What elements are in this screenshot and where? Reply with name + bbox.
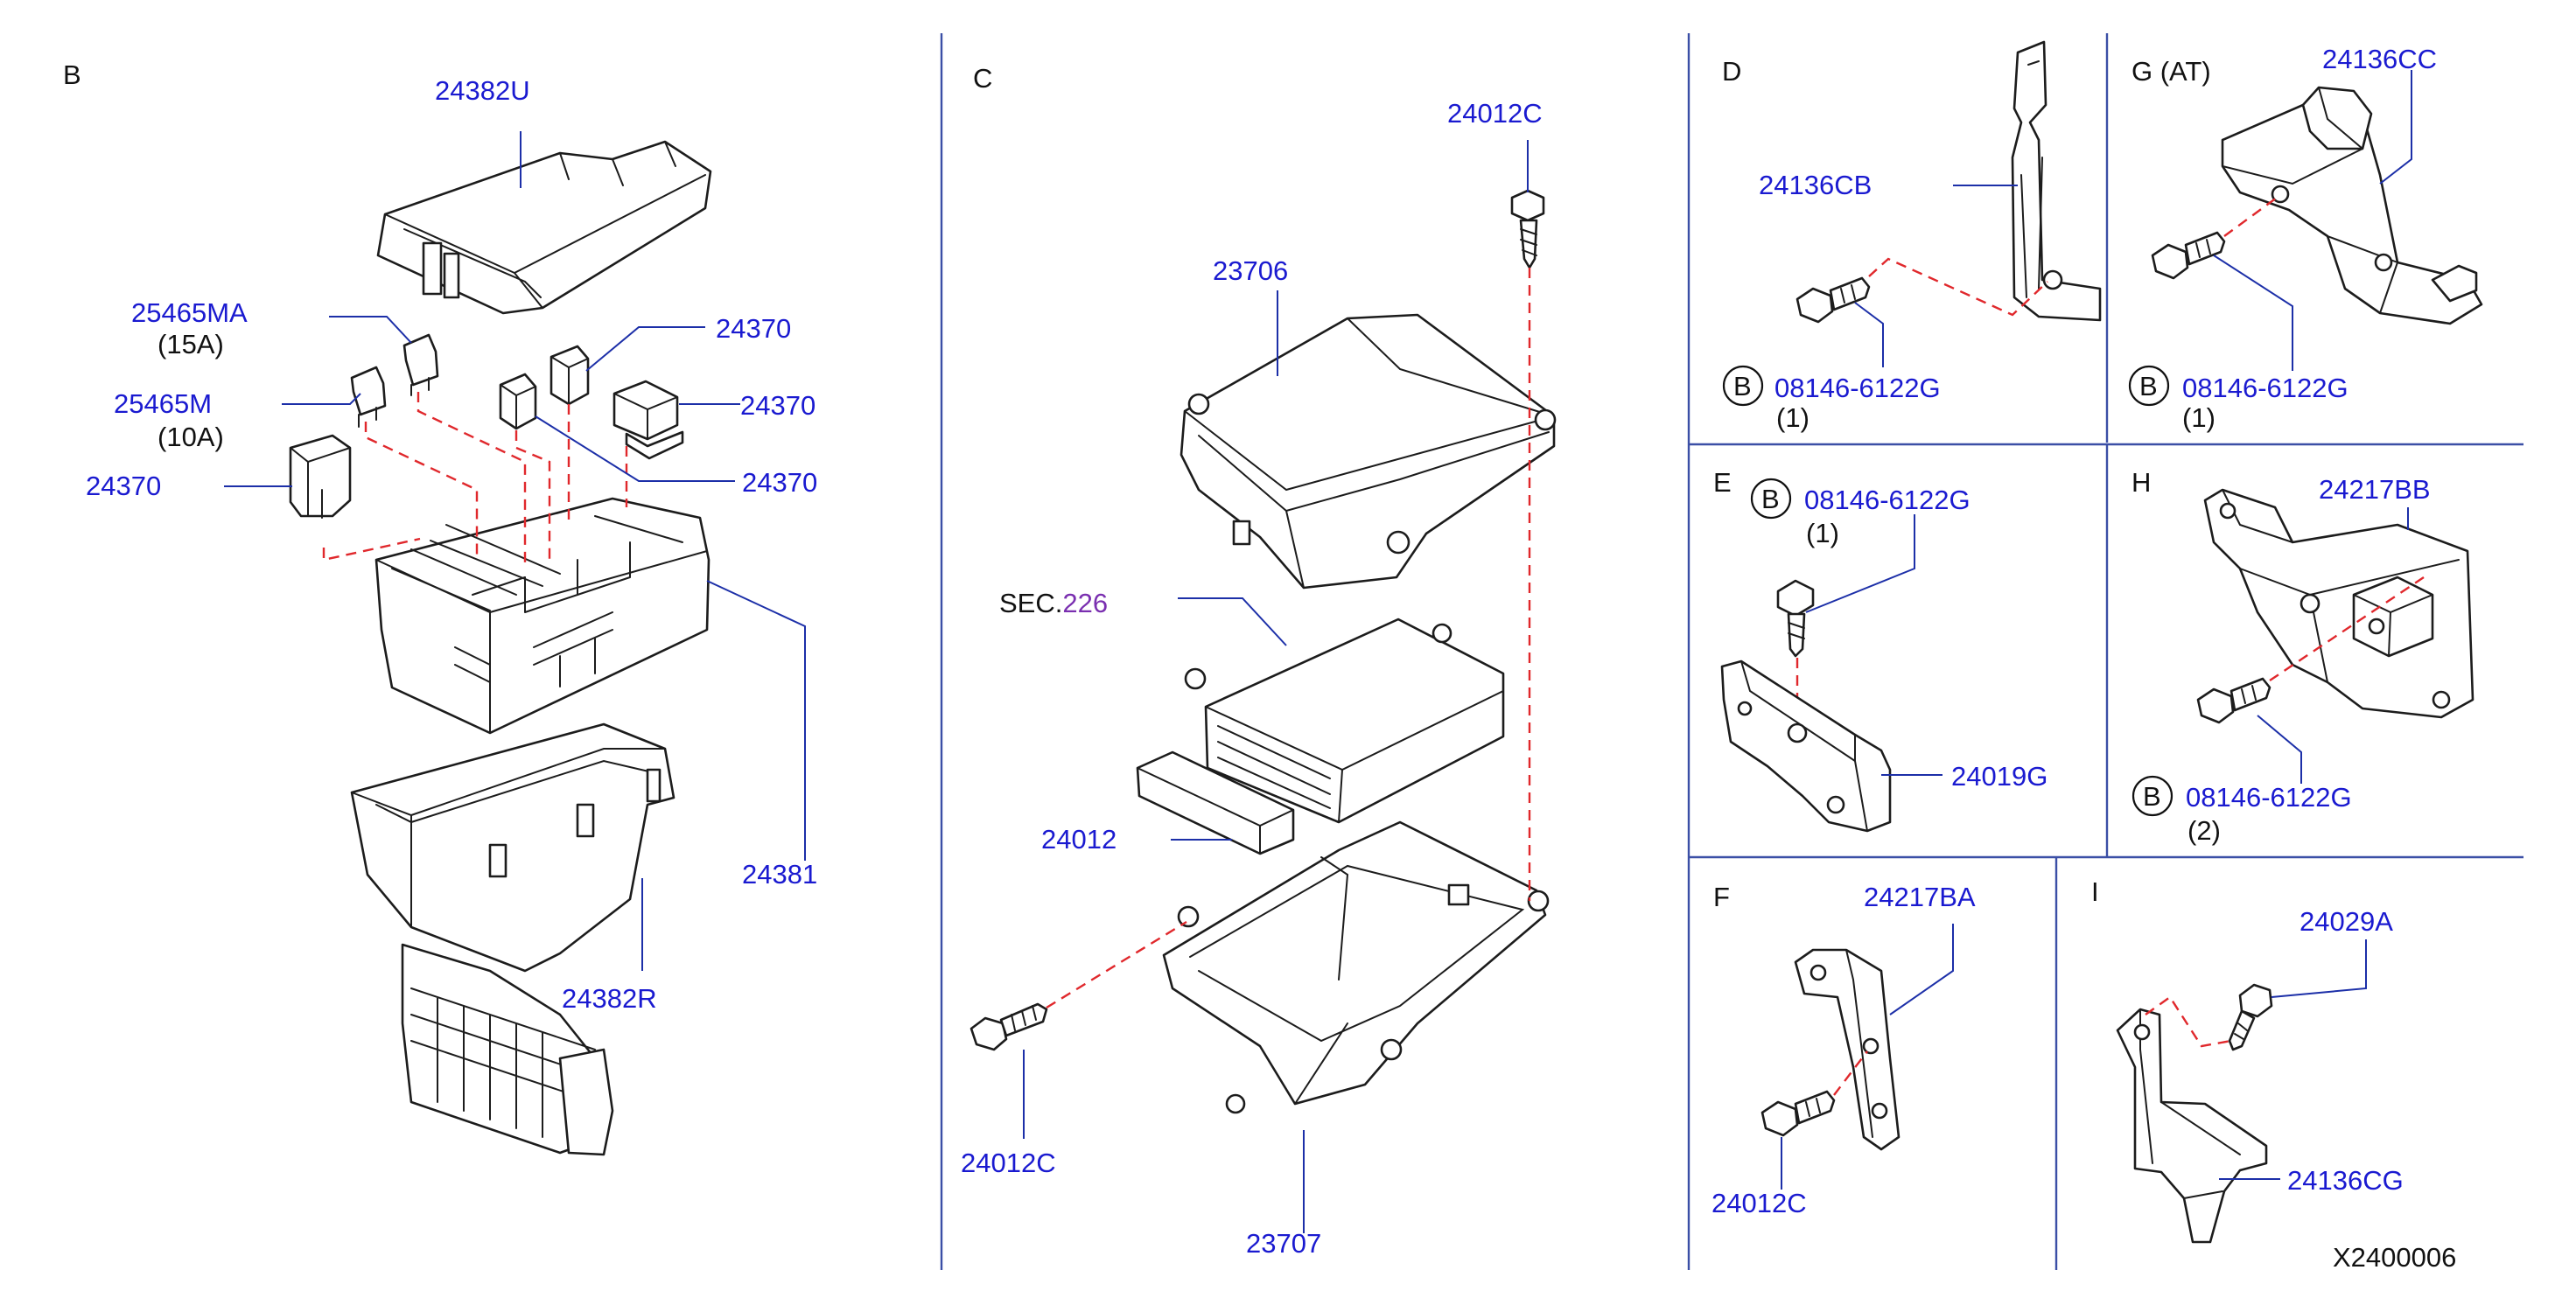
quantity-e: (1)	[1806, 518, 1839, 548]
bolt-symbol-letter-g: B	[2139, 371, 2158, 401]
section-f-leaders	[1781, 924, 1954, 1190]
part-number-24370-left: 24370	[86, 471, 161, 501]
sec-number: 226	[1062, 588, 1108, 618]
part-number-bolt-g: 08146-6122G	[2182, 373, 2348, 403]
part-number-24136cc: 24136CC	[2322, 44, 2437, 74]
amp-rating-10a: (10A)	[158, 422, 224, 452]
quantity-h: (2)	[2188, 815, 2221, 846]
ecu-upper-cover	[1180, 313, 1557, 590]
part-number-24136cg: 24136CG	[2287, 1165, 2404, 1196]
relay-left	[289, 434, 352, 519]
section-b-dashed-lines	[322, 392, 628, 569]
section-label-b: B	[63, 59, 81, 90]
relay-flat	[612, 380, 684, 460]
bolt-symbol-letter-d: B	[1733, 371, 1752, 401]
bracket-24217bb	[2203, 488, 2474, 719]
section-c-dashed-lines	[1046, 268, 1531, 1009]
section-label-d: D	[1722, 56, 1741, 87]
section-h-leaders	[2257, 507, 2409, 784]
part-number-24381: 24381	[742, 859, 817, 890]
fuse-10a	[350, 366, 387, 428]
section-d-dashed-line	[1868, 257, 2048, 317]
section-e-leaders	[1805, 514, 1942, 776]
relay-small-2	[550, 345, 590, 406]
bolt-d	[1796, 276, 1871, 324]
section-label-i: I	[2091, 876, 2099, 907]
bracket-24217ba	[1794, 948, 1900, 1151]
section-g-leaders	[2213, 70, 2412, 371]
section-h-dashed-line	[2269, 576, 2425, 681]
part-number-24382r: 24382R	[562, 983, 657, 1014]
section-label-f: F	[1713, 882, 1730, 912]
section-label-g: G (AT)	[2132, 56, 2211, 87]
bolt-reference-symbol-h	[2132, 775, 2174, 817]
sec-prefix: SEC.	[999, 588, 1062, 618]
bracket-24019g	[1720, 659, 1892, 833]
section-label-e: E	[1713, 467, 1732, 498]
section-f-dashed-line	[1833, 1050, 1868, 1096]
section-label-c: C	[973, 63, 992, 94]
part-number-24370-top: 24370	[716, 313, 791, 344]
bolt-f	[1760, 1090, 1836, 1137]
part-number-24012c-f: 24012C	[1712, 1188, 1807, 1218]
section-g-dashed-line	[2223, 197, 2278, 237]
part-number-bolt-e: 08146-6122G	[1804, 485, 1970, 515]
part-number-24012c-bottom: 24012C	[961, 1148, 1056, 1178]
section-d-leaders	[1854, 185, 2018, 367]
part-number-24217bb: 24217BB	[2319, 474, 2431, 505]
bolt-e	[1776, 579, 1815, 658]
bracket-24136cc	[2221, 86, 2483, 325]
bolt-reference-symbol-e	[1750, 478, 1792, 520]
bolt-reference-symbol-d	[1722, 365, 1764, 407]
bolt-symbol-letter-e: B	[1761, 484, 1780, 514]
amp-rating-15a: (15A)	[158, 329, 224, 359]
part-number-25465m: 25465M	[114, 388, 212, 419]
part-number-24370-low: 24370	[742, 467, 817, 498]
part-number-23706: 23706	[1213, 255, 1288, 286]
part-number-25465ma: 25465MA	[131, 297, 248, 328]
section-dividers	[940, 33, 2524, 1270]
bolt-24012c-top	[1510, 189, 1545, 269]
bolt-24029a	[2228, 983, 2273, 1051]
bracket-24136cg	[2116, 1008, 2268, 1244]
quantity-g: (1)	[2182, 402, 2216, 433]
part-number-24012c-top: 24012C	[1447, 98, 1543, 129]
section-i-leaders	[2219, 939, 2367, 1180]
part-number-24019g: 24019G	[1951, 761, 2048, 792]
bolt-h	[2196, 677, 2272, 724]
bolt-symbol-letter-h: B	[2143, 781, 2161, 812]
fuse-box-cover	[376, 140, 712, 315]
section-i-dashed-line	[2145, 995, 2232, 1048]
part-number-24217ba: 24217BA	[1864, 882, 1976, 912]
fuse-15a	[402, 333, 439, 396]
bolt-reference-symbol-g	[2128, 365, 2170, 407]
section-label-h: H	[2132, 467, 2151, 498]
part-number-24012: 24012	[1041, 824, 1116, 855]
bracket-24136cb	[2011, 40, 2102, 322]
part-number-24029a: 24029A	[2300, 906, 2393, 937]
bolt-24012c-bottom	[970, 1002, 1048, 1051]
sec-reference-prefix: SEC.226	[999, 588, 1108, 618]
drawing-number: X2400006	[2333, 1242, 2456, 1273]
part-number-bolt-h: 08146-6122G	[2186, 782, 2352, 813]
section-b-leaders	[224, 131, 806, 971]
bolt-g	[2151, 231, 2226, 280]
section-c-leaders	[1023, 140, 1529, 1233]
part-number-bolt-d: 08146-6122G	[1774, 373, 1941, 403]
quantity-d: (1)	[1776, 402, 1810, 433]
part-number-24136cb: 24136CB	[1759, 170, 1872, 200]
part-number-24370-mid: 24370	[740, 390, 816, 421]
relay-small-1	[499, 373, 537, 430]
fuse-box-lower-case	[350, 722, 676, 1156]
part-number-23707: 23707	[1246, 1228, 1321, 1259]
part-number-24382u: 24382U	[435, 75, 530, 106]
ecu-lower-bracket	[1162, 820, 1550, 1114]
connector-24012	[1136, 750, 1295, 855]
fuse-box-body	[374, 497, 710, 735]
